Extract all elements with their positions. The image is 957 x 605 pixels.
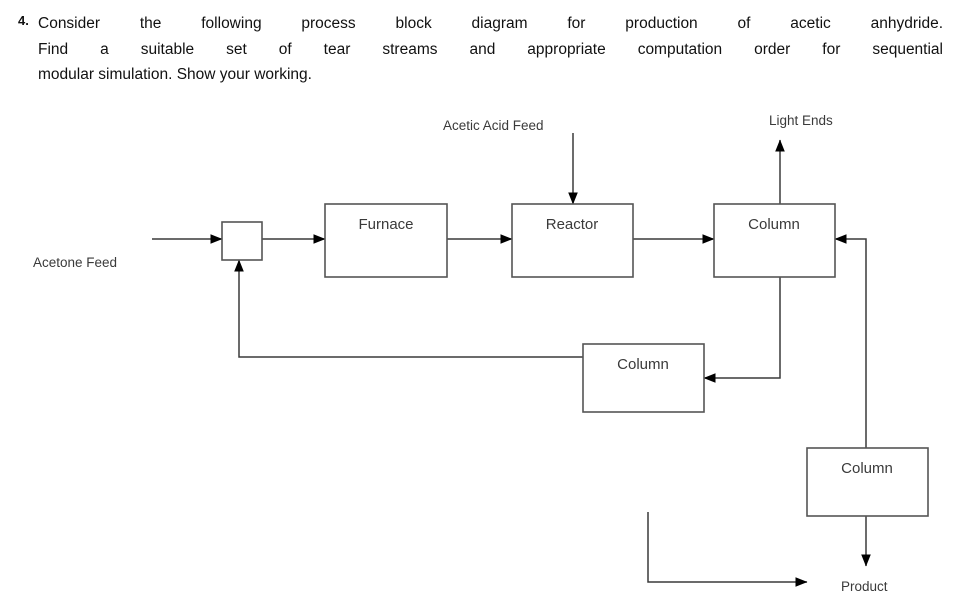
question-line-2: Find a suitable set of tear streams and … — [38, 40, 943, 58]
block-column-3-label: Column — [841, 460, 893, 477]
block-furnace-label: Furnace — [358, 216, 413, 233]
stream-column1-column2 — [703, 277, 781, 383]
question-body: Consider the following process block dia… — [38, 11, 943, 87]
stream-column2-column3 — [647, 512, 808, 587]
question-text: 4. Consider the following process block … — [18, 8, 943, 87]
process-block-diagram: Furnace Reactor Column Column Column Ace… — [0, 100, 957, 605]
question-line-3: modular simulation. Show your working. — [38, 65, 312, 83]
stream-label-acetic-acid-feed: Acetic Acid Feed — [443, 118, 544, 133]
block-column-2-label: Column — [617, 356, 669, 373]
question-number: 4. — [18, 13, 29, 28]
question-line-1: Consider the following process block dia… — [38, 15, 943, 33]
stream-label-light-ends: Light Ends — [769, 113, 833, 128]
block-column-2[interactable]: Column — [582, 343, 705, 413]
stream-label-acetone-feed: Acetone Feed — [33, 255, 117, 270]
block-column-1-label: Column — [748, 216, 800, 233]
block-reactor[interactable]: Reactor — [511, 203, 634, 278]
block-mixer[interactable] — [221, 221, 263, 261]
stream-column2-mixer — [234, 259, 583, 358]
block-furnace[interactable]: Furnace — [324, 203, 448, 278]
block-reactor-label: Reactor — [546, 216, 599, 233]
block-column-1[interactable]: Column — [713, 203, 836, 278]
stream-label-product: Product — [841, 579, 888, 594]
block-column-3[interactable]: Column — [806, 447, 929, 517]
stream-column3-column1 — [834, 234, 867, 448]
